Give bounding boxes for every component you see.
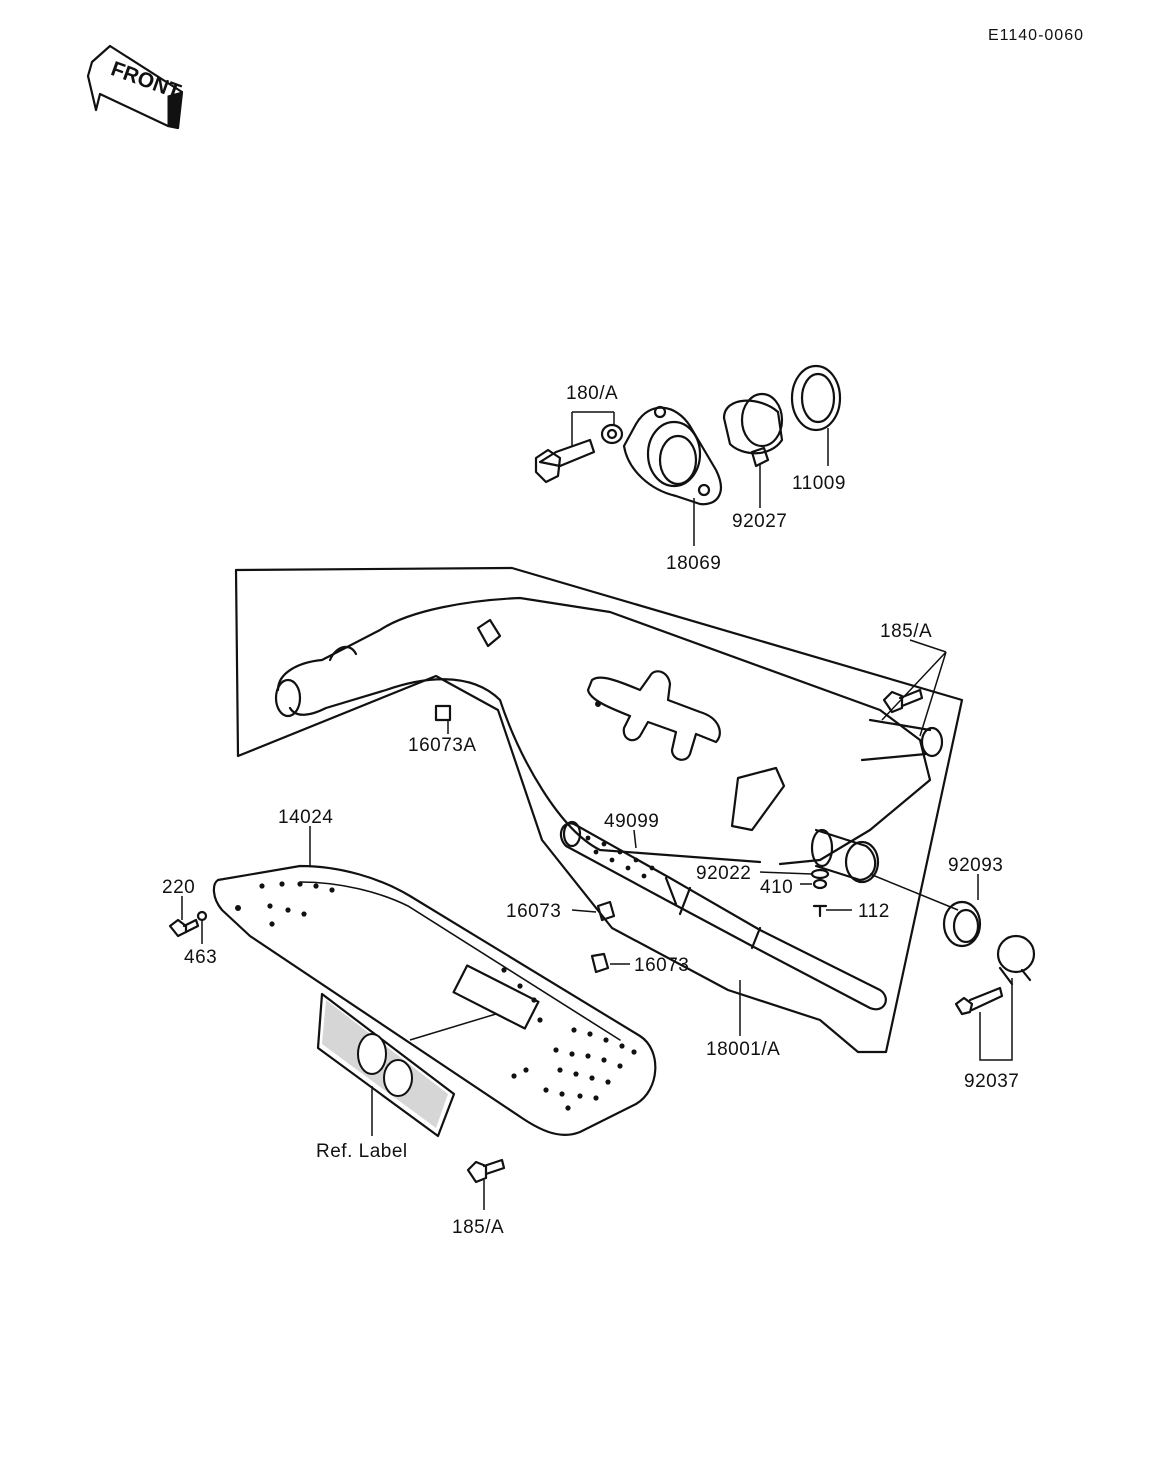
flange-bolt [534, 423, 624, 484]
rubber-damper-a [434, 704, 452, 722]
heat-shield-cover [212, 864, 657, 1136]
outlet-seal [942, 900, 982, 948]
callout-185a-bottom: 185/A [452, 1217, 505, 1238]
callout-49099: 49099 [604, 811, 660, 832]
callout-14024: 14024 [278, 807, 334, 828]
callout-ref-label: Ref. Label [316, 1141, 408, 1162]
reference-label-plate [316, 992, 497, 1138]
front-arrow-icon: FRONT [86, 44, 184, 130]
callout-463: 463 [184, 947, 218, 968]
leader-lines [181, 411, 1013, 1210]
callout-112: 112 [858, 901, 890, 922]
mount-bolt-top [882, 688, 924, 714]
mount-bolt-bottom [466, 1158, 506, 1184]
callout-185a-top: 185/A [880, 621, 933, 642]
callout-180a: 180/A [566, 383, 619, 404]
muffler-assembly [234, 566, 964, 1054]
callout-16073a: 16073A [408, 735, 477, 756]
rubber-damper-left [596, 900, 616, 922]
callout-16073-right: 16073 [634, 955, 690, 976]
callout-16073-left: 16073 [506, 901, 562, 922]
callout-220: 220 [162, 877, 196, 898]
callout-92027: 92027 [732, 511, 788, 532]
callout-11009: 11009 [792, 473, 846, 494]
callout-18001a: 18001/A [706, 1039, 781, 1060]
cover-bolt [168, 910, 208, 938]
exhaust-collar [722, 392, 784, 468]
callout-92037: 92037 [964, 1071, 1020, 1092]
callout-92022: 92022 [696, 863, 752, 884]
diagram-code: E1140-0060 [988, 27, 1084, 44]
rubber-damper-right [590, 952, 610, 974]
perforated-pipe [559, 820, 887, 1011]
washer-stack [810, 868, 830, 918]
callout-18069: 18069 [666, 553, 722, 574]
callout-92093: 92093 [948, 855, 1004, 876]
exhaust-ring [790, 364, 842, 432]
exhaust-flange-gasket [622, 405, 722, 506]
outlet-clamp [954, 934, 1036, 1016]
callout-410: 410 [760, 877, 794, 898]
front-arrow-text: FRONT [108, 57, 184, 103]
